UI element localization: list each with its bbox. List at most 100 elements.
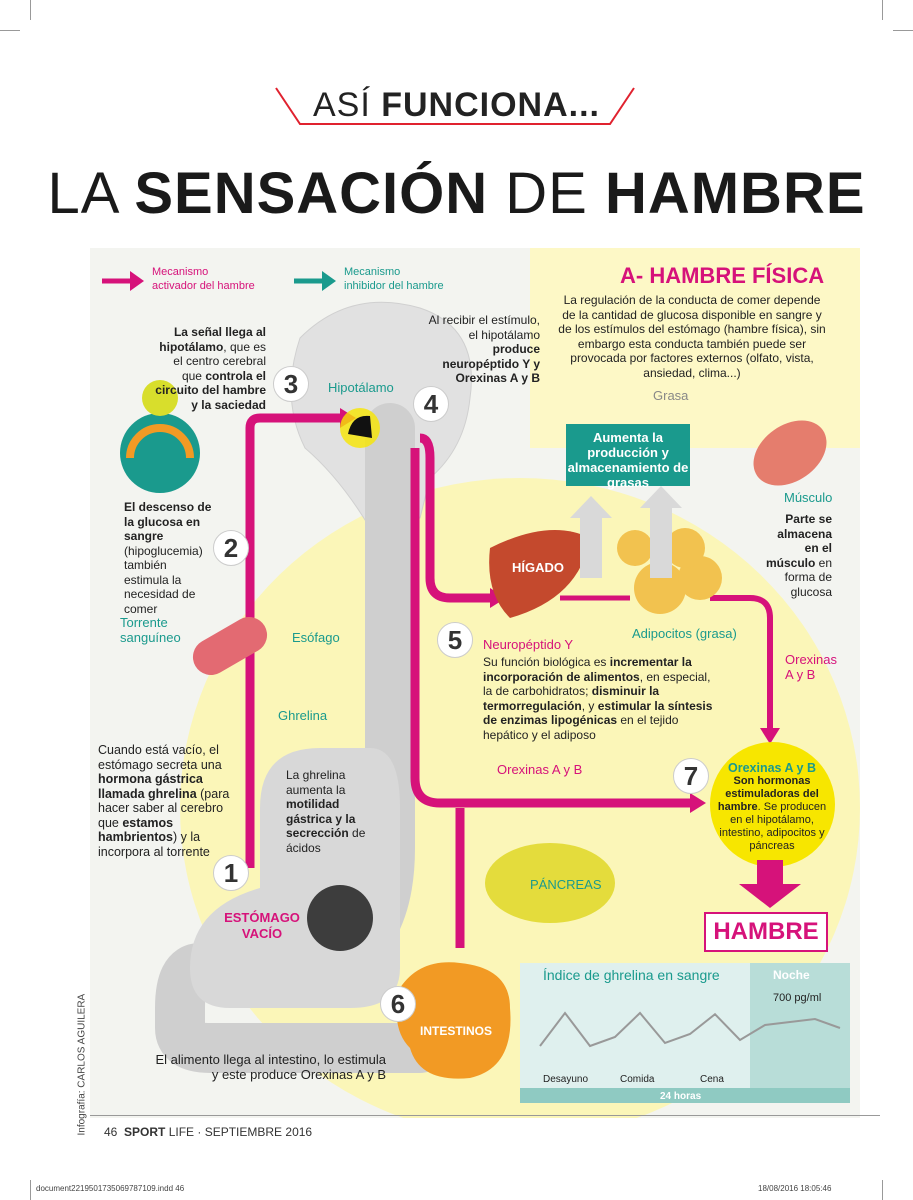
step-number: 4: [413, 386, 449, 422]
text-normal: , en especial, la de carbohidratos;: [483, 669, 711, 699]
label-adipocitos: Adipocitos (grasa): [632, 626, 737, 641]
activator-path: [710, 595, 773, 728]
crop-mark: [0, 30, 20, 31]
crop-mark: [882, 0, 883, 20]
kicker-thin: ASÍ: [312, 86, 382, 124]
legend-text: Mecanismo: [152, 266, 209, 278]
step5-text: Su función biológica es incrementar la i…: [483, 655, 723, 742]
chart-meal-label: Comida: [620, 1074, 655, 1085]
step1-text: Cuando está vacío, el estómago secreta u…: [98, 743, 238, 859]
legend-text: Mecanismo: [344, 266, 401, 278]
step3-text: La señal llega al hipotálamo, que es el …: [150, 325, 266, 412]
label-orexinas: Orexinas A y B: [785, 652, 838, 682]
step4-text: Al recibir el estímulo, el hipotálamo pr…: [424, 313, 540, 386]
kicker-frame: [275, 87, 635, 125]
label-intestinos: INTESTINOS: [420, 1024, 493, 1038]
step7-bubble: [710, 742, 835, 867]
step7-title: Orexinas A y B: [727, 761, 816, 775]
adipocyte: [617, 530, 653, 566]
text-normal: Al recibir el estímulo, el hipotálamo: [428, 313, 540, 342]
intestines-shape: [396, 962, 511, 1079]
aumenta-grasas-box: Aumenta la producción y almacenamiento d…: [566, 424, 690, 490]
label-torrente: Torrente sanguíneo: [120, 615, 181, 645]
chart-meal-label: Cena: [700, 1074, 724, 1085]
section-a-title: A- HAMBRE FÍSICA: [620, 263, 825, 288]
gauge-arc: [126, 424, 194, 459]
section-a-text: La regulación de la conducta de comer de…: [558, 293, 826, 380]
text-normal: en el tejido hepático y el adiposo: [483, 713, 679, 742]
credit: Infografía: CARLOS AGUILERA: [76, 993, 88, 1136]
label-higado: HÍGADO: [512, 560, 564, 575]
step-number: 1: [213, 855, 249, 891]
page-title: LA SENSACIÓN DE HAMBRE: [0, 160, 913, 227]
step-number: 3: [273, 366, 309, 402]
text-normal: de ácidos: [286, 826, 366, 855]
step6-text: El alimento llega al intestino, lo estim…: [155, 1052, 386, 1082]
footer-brand: SPORT: [124, 1125, 166, 1139]
chart-bottom-bar: [520, 1088, 850, 1103]
grey-arrow: [570, 496, 612, 518]
chart-bottom-label: 24 horas: [660, 1091, 702, 1102]
title-part: SENSACIÓN: [134, 161, 489, 226]
label-esofago: Esófago: [292, 630, 340, 645]
text-normal: (hipoglucemia) también estimula la neces…: [124, 543, 203, 616]
activator-path: [410, 448, 690, 808]
title-part: DE: [488, 161, 605, 226]
label-neuropeptido: Neuropéptido Y: [483, 637, 574, 652]
adipocyte: [665, 528, 705, 568]
legend-text: inhibidor del hambre: [344, 280, 444, 292]
text-normal: (para hacer saber al cerebro que: [98, 786, 230, 830]
step-number: 7: [673, 758, 709, 794]
page-number: 46: [104, 1125, 118, 1139]
ghrelin-line-chart: [539, 1011, 841, 1048]
text-bold: estimular la síntesis de enzimas lipogén…: [483, 698, 713, 728]
crop-mark: [893, 30, 913, 31]
title-part: LA: [47, 161, 135, 226]
text-normal: , que es el centro cerebral que: [173, 339, 266, 383]
label-ghrelina: Ghrelina: [278, 708, 328, 723]
text-bold: controla el circuito del hambre y la sac…: [155, 368, 266, 412]
step2-text: El descenso de la glucosa en sangre (hip…: [124, 500, 214, 616]
text-bold: produce neuropéptido Y y Orexinas A y B: [442, 342, 540, 385]
activator-path: [245, 413, 340, 868]
kicker-bold: FUNCIONA...: [381, 86, 601, 124]
text-bold: motilidad gástrica y la secrección: [286, 797, 356, 840]
crop-mark: [882, 1180, 883, 1200]
text-normal: en forma de glucosa: [784, 555, 832, 599]
text-normal: , y: [581, 698, 598, 713]
grey-arrow: [650, 508, 672, 578]
slug-file: document2219501735069787109.indd 46: [36, 1184, 185, 1193]
legend-text: activador del hambre: [152, 280, 255, 292]
gauge-bubble: [142, 380, 178, 416]
label-grasa: Grasa: [653, 388, 689, 403]
musculo-text: Parte se almacena en el músculo en forma…: [760, 512, 832, 599]
text-normal: . Se producen en el hipotálamo, intestin…: [719, 801, 827, 852]
chart-title: Índice de ghrelina en sangre: [543, 967, 720, 983]
text-normal: La ghrelina aumenta la: [286, 768, 346, 797]
label-estomago: ESTÓMAGO VACÍO: [224, 910, 300, 941]
adipocyte: [634, 562, 686, 614]
text-bold: estamos hambrientos: [98, 815, 174, 845]
activator-path: [419, 433, 490, 603]
ghrelin-series-line: [539, 1011, 841, 1048]
blood-vessel: [192, 617, 268, 675]
label-musculo: Músculo: [784, 490, 833, 505]
text-normal: Cuando está vacío, el estómago secreta u…: [98, 743, 222, 772]
hambre-arrow: [739, 860, 801, 908]
step7-text: Orexinas A y B Son hormonas estimuladora…: [712, 762, 832, 853]
crop-mark: [30, 0, 31, 20]
ghrelina-text: La ghrelina aumenta la motilidad gástric…: [286, 768, 370, 855]
slug-date: 18/08/2016 18:05:46: [758, 1184, 832, 1193]
text-normal: Su función biológica es: [483, 655, 610, 669]
text-bold: El descenso de la glucosa en sangre: [124, 500, 212, 543]
footer-rule: [90, 1115, 880, 1116]
hambre-box: HAMBRE: [704, 912, 828, 952]
infographic-illustration: [90, 248, 860, 1118]
pancreas-shape: [485, 843, 615, 923]
text-bold: disminuir la termorregulación: [483, 684, 660, 713]
title-part: HAMBRE: [604, 161, 866, 226]
arrow-head: [760, 728, 780, 744]
footer-rest: LIFE · SEPTIEMBRE 2016: [165, 1125, 313, 1139]
acid-drops: [307, 885, 373, 951]
chart-meal-label: Desayuno: [543, 1074, 589, 1085]
